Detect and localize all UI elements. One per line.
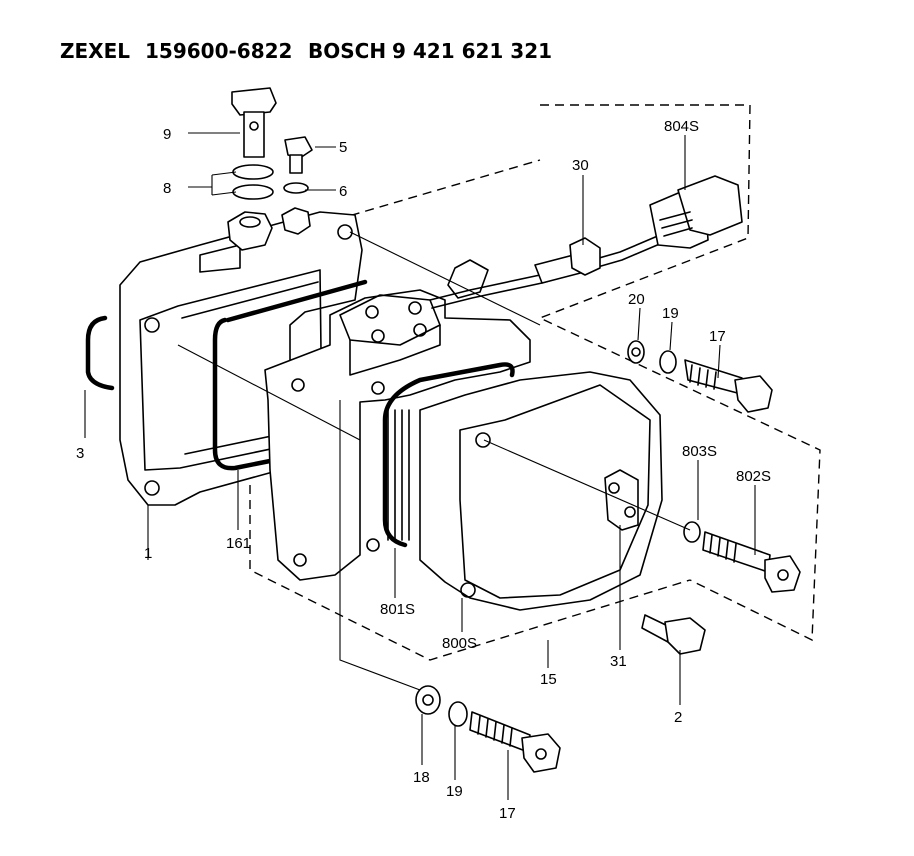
housing-plate-part-1	[85, 211, 368, 506]
callout-8: 8	[163, 180, 171, 197]
bosch-brand: BOSCH	[308, 39, 386, 63]
callout-802s: 802S	[736, 468, 771, 485]
callout-15: 15	[540, 671, 557, 688]
callout-19-upper: 19	[662, 305, 679, 322]
banjo-bolt-assembly	[227, 87, 277, 251]
callout-3: 3	[76, 445, 84, 462]
callout-800s: 800S	[442, 635, 477, 652]
part-number-header: ZEXEL 159600-6822 BOSCH 9 421 621 321	[60, 39, 552, 63]
callout-9: 9	[163, 126, 171, 143]
dashed-outline-cover-group	[538, 104, 821, 642]
callout-labels: 9 8 5 6 30 804S 20 19 17 3 161 1 803S 80…	[76, 118, 771, 822]
zexel-part-number: 159600-6822	[145, 39, 292, 63]
bolt-assembly-upper	[627, 340, 773, 413]
callout-17-upper: 17	[709, 328, 726, 345]
callout-801s: 801S	[380, 601, 415, 618]
callout-18: 18	[413, 769, 430, 786]
seal-ring-3	[85, 315, 115, 391]
cover-800s	[419, 371, 663, 611]
bolt-assembly-lower	[415, 685, 561, 773]
bosch-part-number: 9 421 621 321	[392, 39, 552, 63]
callout-161: 161	[226, 535, 251, 552]
seal-ring-161	[212, 317, 278, 471]
valve-block-body	[264, 259, 531, 581]
zexel-brand: ZEXEL	[60, 39, 130, 63]
callout-20: 20	[628, 291, 645, 308]
callout-30: 30	[572, 157, 589, 174]
screw-assembly-5-6	[281, 136, 313, 235]
callout-6: 6	[339, 183, 347, 200]
callout-31: 31	[610, 653, 627, 670]
bolt-assembly-802s	[683, 521, 801, 593]
leader-lines	[84, 132, 756, 800]
wire-harness-804s	[429, 175, 743, 309]
callout-17-lower: 17	[499, 805, 516, 822]
callout-803s: 803S	[682, 443, 717, 460]
callout-804s: 804S	[664, 118, 699, 135]
callout-19-lower: 19	[446, 783, 463, 800]
callout-5: 5	[339, 139, 347, 156]
callout-1: 1	[144, 545, 152, 562]
screw-part-2	[641, 614, 706, 655]
seal-ring-801s	[382, 362, 515, 548]
callout-2: 2	[674, 709, 682, 726]
